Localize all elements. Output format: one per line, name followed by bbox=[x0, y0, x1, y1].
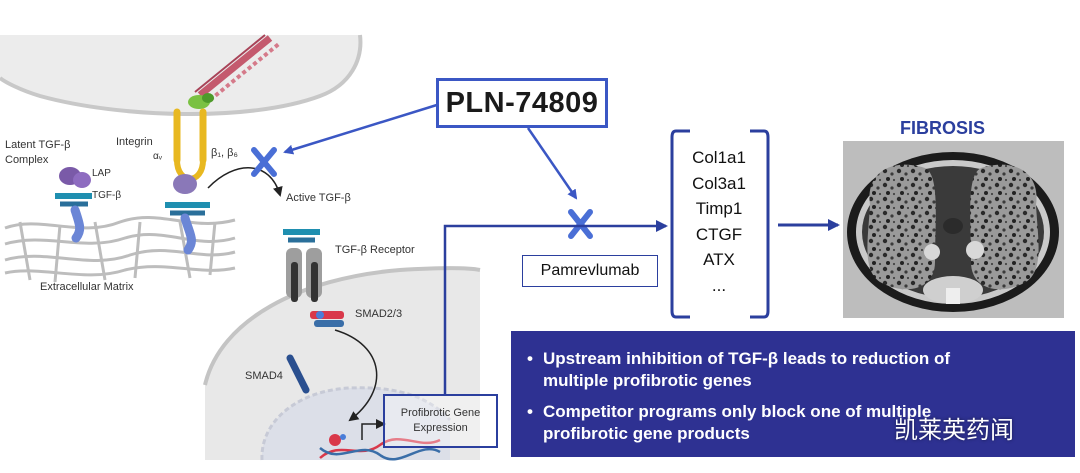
drug-arrow-integrin bbox=[283, 102, 441, 155]
dna-helix bbox=[319, 434, 441, 461]
pathway-line bbox=[443, 220, 668, 394]
watermark-text: 凯莱英药闻 bbox=[894, 416, 1014, 444]
bullet-text: Upstream inhibition of TGF-β leads to re… bbox=[543, 349, 951, 390]
upper-cell bbox=[0, 35, 361, 115]
smad23 bbox=[310, 311, 344, 327]
integrin-label: Integrin bbox=[116, 136, 153, 148]
inhibition-cross-ctgf bbox=[568, 209, 593, 239]
smad-arrow bbox=[334, 329, 378, 422]
collagen-fiber bbox=[194, 34, 282, 102]
beta-label: β₁, β₆ bbox=[211, 147, 238, 159]
drug-arrow-genes bbox=[526, 127, 578, 200]
activation-arrow bbox=[207, 167, 283, 197]
receptor-label: TGF-β Receptor bbox=[335, 244, 415, 256]
tgfb-label: TGF-β bbox=[92, 190, 122, 201]
gene-bracket bbox=[670, 129, 770, 319]
inhibition-cross-integrin bbox=[251, 147, 277, 177]
profibrotic-box: Profibrotic Gene Expression bbox=[383, 394, 498, 448]
gene-list: Col1a1 Col3a1 Timp1 CTGF ATX ... bbox=[676, 145, 762, 298]
gene-item: CTGF bbox=[695, 224, 743, 244]
fibrosis-title: FIBROSIS bbox=[900, 118, 986, 138]
ecm-label: Extracellular Matrix bbox=[40, 281, 134, 293]
watermark: 凯莱英药闻 bbox=[860, 410, 1014, 445]
profibrotic-label: Profibrotic Gene Expression bbox=[400, 407, 481, 434]
gene-item: ... bbox=[711, 275, 727, 295]
competitor-box: Pamrevlumab bbox=[522, 255, 658, 287]
gene-item: Col3a1 bbox=[692, 173, 746, 193]
nucleus bbox=[261, 387, 450, 460]
summary-panel: • Upstream inhibition of TGF-β leads to … bbox=[511, 331, 1075, 457]
lap-label: LAP bbox=[92, 168, 111, 179]
bullet-item: • Competitor programs only block one of … bbox=[527, 401, 1065, 445]
gene-item: Col1a1 bbox=[692, 148, 746, 167]
integrin-receptor bbox=[165, 108, 210, 255]
bullet-dot: • bbox=[527, 349, 533, 368]
smad4-label: SMAD4 bbox=[245, 370, 283, 382]
latent-complex-label: Latent TGF-β Complex bbox=[5, 139, 71, 166]
latent-tgfb-complex bbox=[55, 167, 92, 243]
tgfb-receptor bbox=[283, 229, 322, 302]
drug-name: PLN-74809 bbox=[445, 86, 599, 119]
bullet-item: • Upstream inhibition of TGF-β leads to … bbox=[527, 348, 1065, 392]
active-tgfb-label: Active TGF-β bbox=[286, 192, 351, 204]
bullet-text: Competitor programs only block one of mu… bbox=[543, 402, 932, 443]
competitor-name: Pamrevlumab bbox=[540, 262, 640, 279]
drug-box: PLN-74809 bbox=[436, 78, 608, 128]
ct-scan-image bbox=[843, 141, 1064, 318]
alpha-v-label: αᵥ bbox=[153, 151, 162, 162]
extracellular-matrix bbox=[4, 215, 236, 283]
bullet-dot: • bbox=[527, 402, 533, 421]
smad4 bbox=[286, 354, 310, 394]
smad23-label: SMAD2/3 bbox=[355, 308, 403, 320]
gene-item: ATX bbox=[703, 250, 735, 269]
gene-item: Timp1 bbox=[695, 199, 743, 218]
